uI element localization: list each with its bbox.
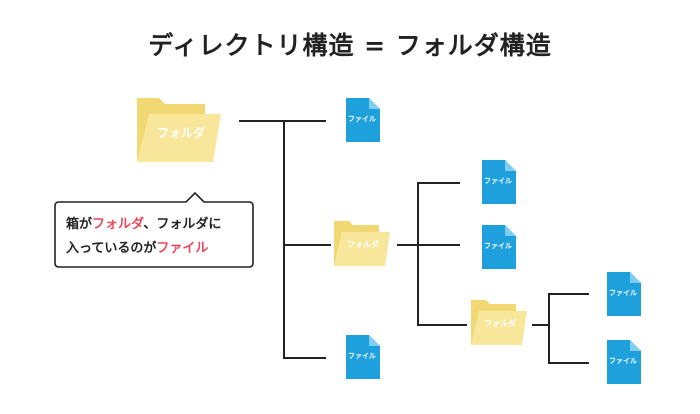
- callout-part3: 、フォルダに: [143, 217, 222, 232]
- file-icon: ファイル: [342, 95, 382, 145]
- folder-icon: フォルダ: [133, 94, 223, 164]
- file-icon: ファイル: [342, 332, 382, 382]
- callout-bubble: 箱がフォルダ、フォルダに 入っているのがファイル: [54, 191, 254, 268]
- callout-highlight-file: ファイル: [156, 241, 209, 256]
- deep-folder-label: フォルダ: [484, 319, 516, 328]
- file-4-label: ファイル: [609, 289, 637, 297]
- callout-text: 箱がフォルダ、フォルダに 入っているのがファイル: [66, 213, 252, 261]
- callout-highlight-folder: フォルダ: [92, 217, 144, 232]
- callout-part4: 入っているのが: [66, 241, 157, 256]
- file-icon: ファイル: [603, 337, 643, 387]
- root-folder-label: フォルダ: [156, 126, 205, 140]
- folder-icon: フォルダ: [331, 218, 391, 268]
- file-1-label: ファイル: [348, 115, 376, 123]
- folder-icon: フォルダ: [468, 297, 528, 347]
- callout-border: [54, 191, 254, 268]
- file-2-label: ファイル: [484, 177, 512, 185]
- file-icon: ファイル: [478, 157, 518, 207]
- page-title: ディレクトリ構造 = フォルダ構造: [148, 31, 552, 60]
- file-icon: ファイル: [478, 222, 518, 272]
- connector-lines: [239, 120, 589, 364]
- file-5-label: ファイル: [609, 357, 637, 365]
- file-icon: ファイル: [603, 269, 643, 319]
- file-3-label: ファイル: [484, 242, 512, 250]
- sub-folder-label: フォルダ: [347, 240, 379, 249]
- file-6-label: ファイル: [348, 352, 376, 360]
- callout-part1: 箱が: [66, 217, 93, 232]
